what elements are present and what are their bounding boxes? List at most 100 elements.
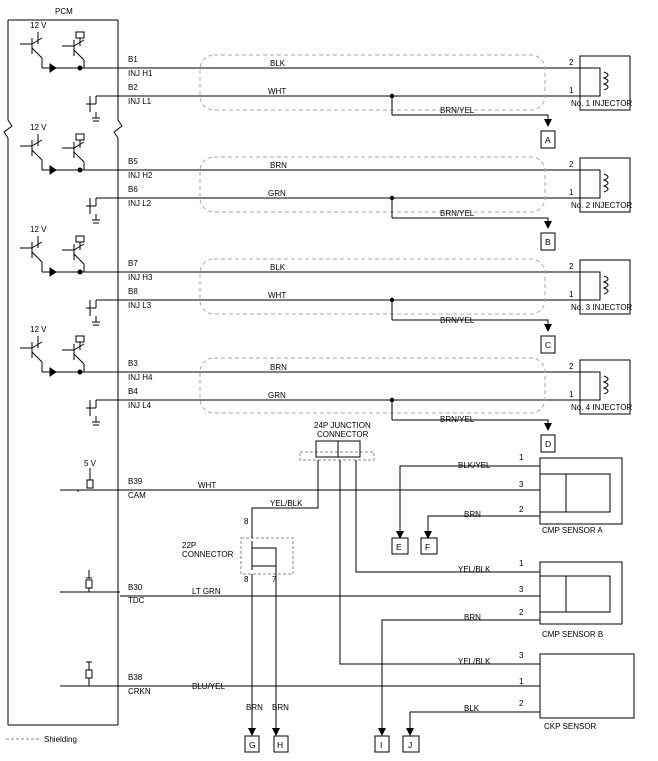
pcm-box <box>3 19 123 726</box>
cmp-b-pin-2: 2 <box>519 608 524 617</box>
cmp-sensor-b <box>120 460 623 753</box>
wire-color-branch: BRN/YEL <box>440 209 475 218</box>
connector-22p <box>240 537 294 575</box>
wire-color-low: GRN <box>268 391 286 400</box>
ckp-label: CKP SENSOR <box>544 722 597 731</box>
pin-low: B8 <box>128 287 138 296</box>
ckp-wire-3: YEL/BLK <box>458 657 491 666</box>
ref-i: I <box>380 740 382 750</box>
connector-22p-label-2: CONNECTOR <box>182 550 234 559</box>
cmp-b-wire-2: BRN <box>464 613 481 622</box>
cam-pin: B39 <box>128 477 143 486</box>
signal-high: INJ H1 <box>128 69 153 78</box>
signal-low: INJ L1 <box>128 97 152 106</box>
cmp-b-pin-1: 1 <box>519 559 524 568</box>
crkn-pin: B38 <box>128 673 143 682</box>
cmp-a-label: CMP SENSOR A <box>542 526 603 535</box>
pcm-title: PCM <box>55 7 73 16</box>
ref-b: B <box>545 237 551 247</box>
pcm-12v-label: 12 V <box>30 225 47 234</box>
cam-wire-color: WHT <box>198 481 216 490</box>
ckp-pin-3: 3 <box>519 651 524 660</box>
cmp-sensor-a <box>391 457 623 555</box>
signal-high: INJ H4 <box>128 373 153 382</box>
pin-1: 1 <box>569 390 574 399</box>
cam-wire-color-after-junction: YEL/BLK <box>270 499 303 508</box>
pin-2: 2 <box>569 160 574 169</box>
injector-label: No. 1 INJECTOR <box>571 99 632 108</box>
wire-color-low: GRN <box>268 189 286 198</box>
cmp-a-pin-3: 3 <box>519 480 524 489</box>
cam-circuit <box>120 460 540 753</box>
pin-1: 1 <box>569 290 574 299</box>
crkn-signal: CRKN <box>128 687 151 696</box>
wire-color-low: WHT <box>268 291 286 300</box>
wire-color-high: BLK <box>270 263 286 272</box>
signal-low: INJ L4 <box>128 401 152 410</box>
cmp-b-wire-1: YEL/BLK <box>458 565 491 574</box>
pin-1: 1 <box>569 188 574 197</box>
wire-color-h: BRN <box>272 703 289 712</box>
wire-color-g: BRN <box>246 703 263 712</box>
pin-low: B4 <box>128 387 138 396</box>
signal-low: INJ L3 <box>128 301 152 310</box>
injector-label: No. 3 INJECTOR <box>571 303 632 312</box>
cmp-a-pin-1: 1 <box>519 453 524 462</box>
ckp-pin-1: 1 <box>519 677 524 686</box>
pin-high: B7 <box>128 259 138 268</box>
injector-label: No. 4 INJECTOR <box>571 403 632 412</box>
injector-label: No. 2 INJECTOR <box>571 201 632 210</box>
injector-circuit-2: B5 INJ H2 B6 INJ L2 BRN GRN BRN/YEL 2 1 … <box>126 156 632 251</box>
wire-color-branch: BRN/YEL <box>440 415 475 424</box>
connector-22p-pin-7: 7 <box>272 575 277 584</box>
pin-2: 2 <box>569 362 574 371</box>
cmp-a-pin-2: 2 <box>519 505 524 514</box>
injector-circuit-4: B3 INJ H4 B4 INJ L4 BRN GRN BRN/YEL 2 1 … <box>126 357 632 453</box>
pin-low: B2 <box>128 83 138 92</box>
pin-low: B6 <box>128 185 138 194</box>
connector-22p-pin-8-bottom: 8 <box>244 575 249 584</box>
signal-high: INJ H2 <box>128 171 153 180</box>
pin-2: 2 <box>569 262 574 271</box>
wire-color-low: WHT <box>268 87 286 96</box>
ref-j: J <box>408 740 412 750</box>
pcm-12v-label: 12 V <box>30 325 47 334</box>
pcm-12v-label: 12 V <box>30 21 47 30</box>
junction-label-1: 24P JUNCTION <box>314 421 371 430</box>
cmp-b-label: CMP SENSOR B <box>542 630 603 639</box>
injector-drivers: 12 V 12 V <box>20 21 126 426</box>
pin-1: 1 <box>569 86 574 95</box>
ckp-wire-2: BLK <box>464 704 480 713</box>
junction-connector-24p <box>299 440 375 461</box>
wire-color-branch: BRN/YEL <box>440 316 475 325</box>
shielding-legend-label: Shielding <box>44 735 77 744</box>
tdc-signal: TDC <box>128 596 145 605</box>
ref-h: H <box>277 740 283 750</box>
tdc-wire-color: LT GRN <box>192 587 221 596</box>
pin-high: B5 <box>128 157 138 166</box>
sensor-input-circuits <box>60 468 120 687</box>
injector-circuit-3: B7 INJ H3 B8 INJ L3 BLK WHT BRN/YEL 2 1 … <box>126 258 632 354</box>
pin-2: 2 <box>569 58 574 67</box>
pcm-5v-label: 5 V <box>84 459 97 468</box>
ref-f: F <box>425 542 430 552</box>
ref-c: C <box>545 340 551 350</box>
wire-color-high: BLK <box>270 59 286 68</box>
tdc-pin: B30 <box>128 583 143 592</box>
pin-high: B3 <box>128 359 138 368</box>
ref-a: A <box>545 135 551 145</box>
wire-color-high: BRN <box>270 161 287 170</box>
pin-high: B1 <box>128 55 138 64</box>
ckp-sensor <box>120 460 635 753</box>
injector-circuit-1: B1 INJ H1 B2 INJ L1 BLK WHT BRN/YEL 2 1 … <box>126 54 632 149</box>
signal-high: INJ H3 <box>128 273 153 282</box>
pcm-12v-label: 12 V <box>30 123 47 132</box>
ckp-pin-2: 2 <box>519 699 524 708</box>
crkn-wire-color: BLU/YEL <box>192 682 225 691</box>
connector-22p-label-1: 22P <box>182 541 196 550</box>
cmp-b-pin-3: 3 <box>519 585 524 594</box>
ref-e: E <box>396 542 402 552</box>
cmp-a-wire-2: BRN <box>464 510 481 519</box>
junction-label-2: CONNECTOR <box>317 430 369 439</box>
